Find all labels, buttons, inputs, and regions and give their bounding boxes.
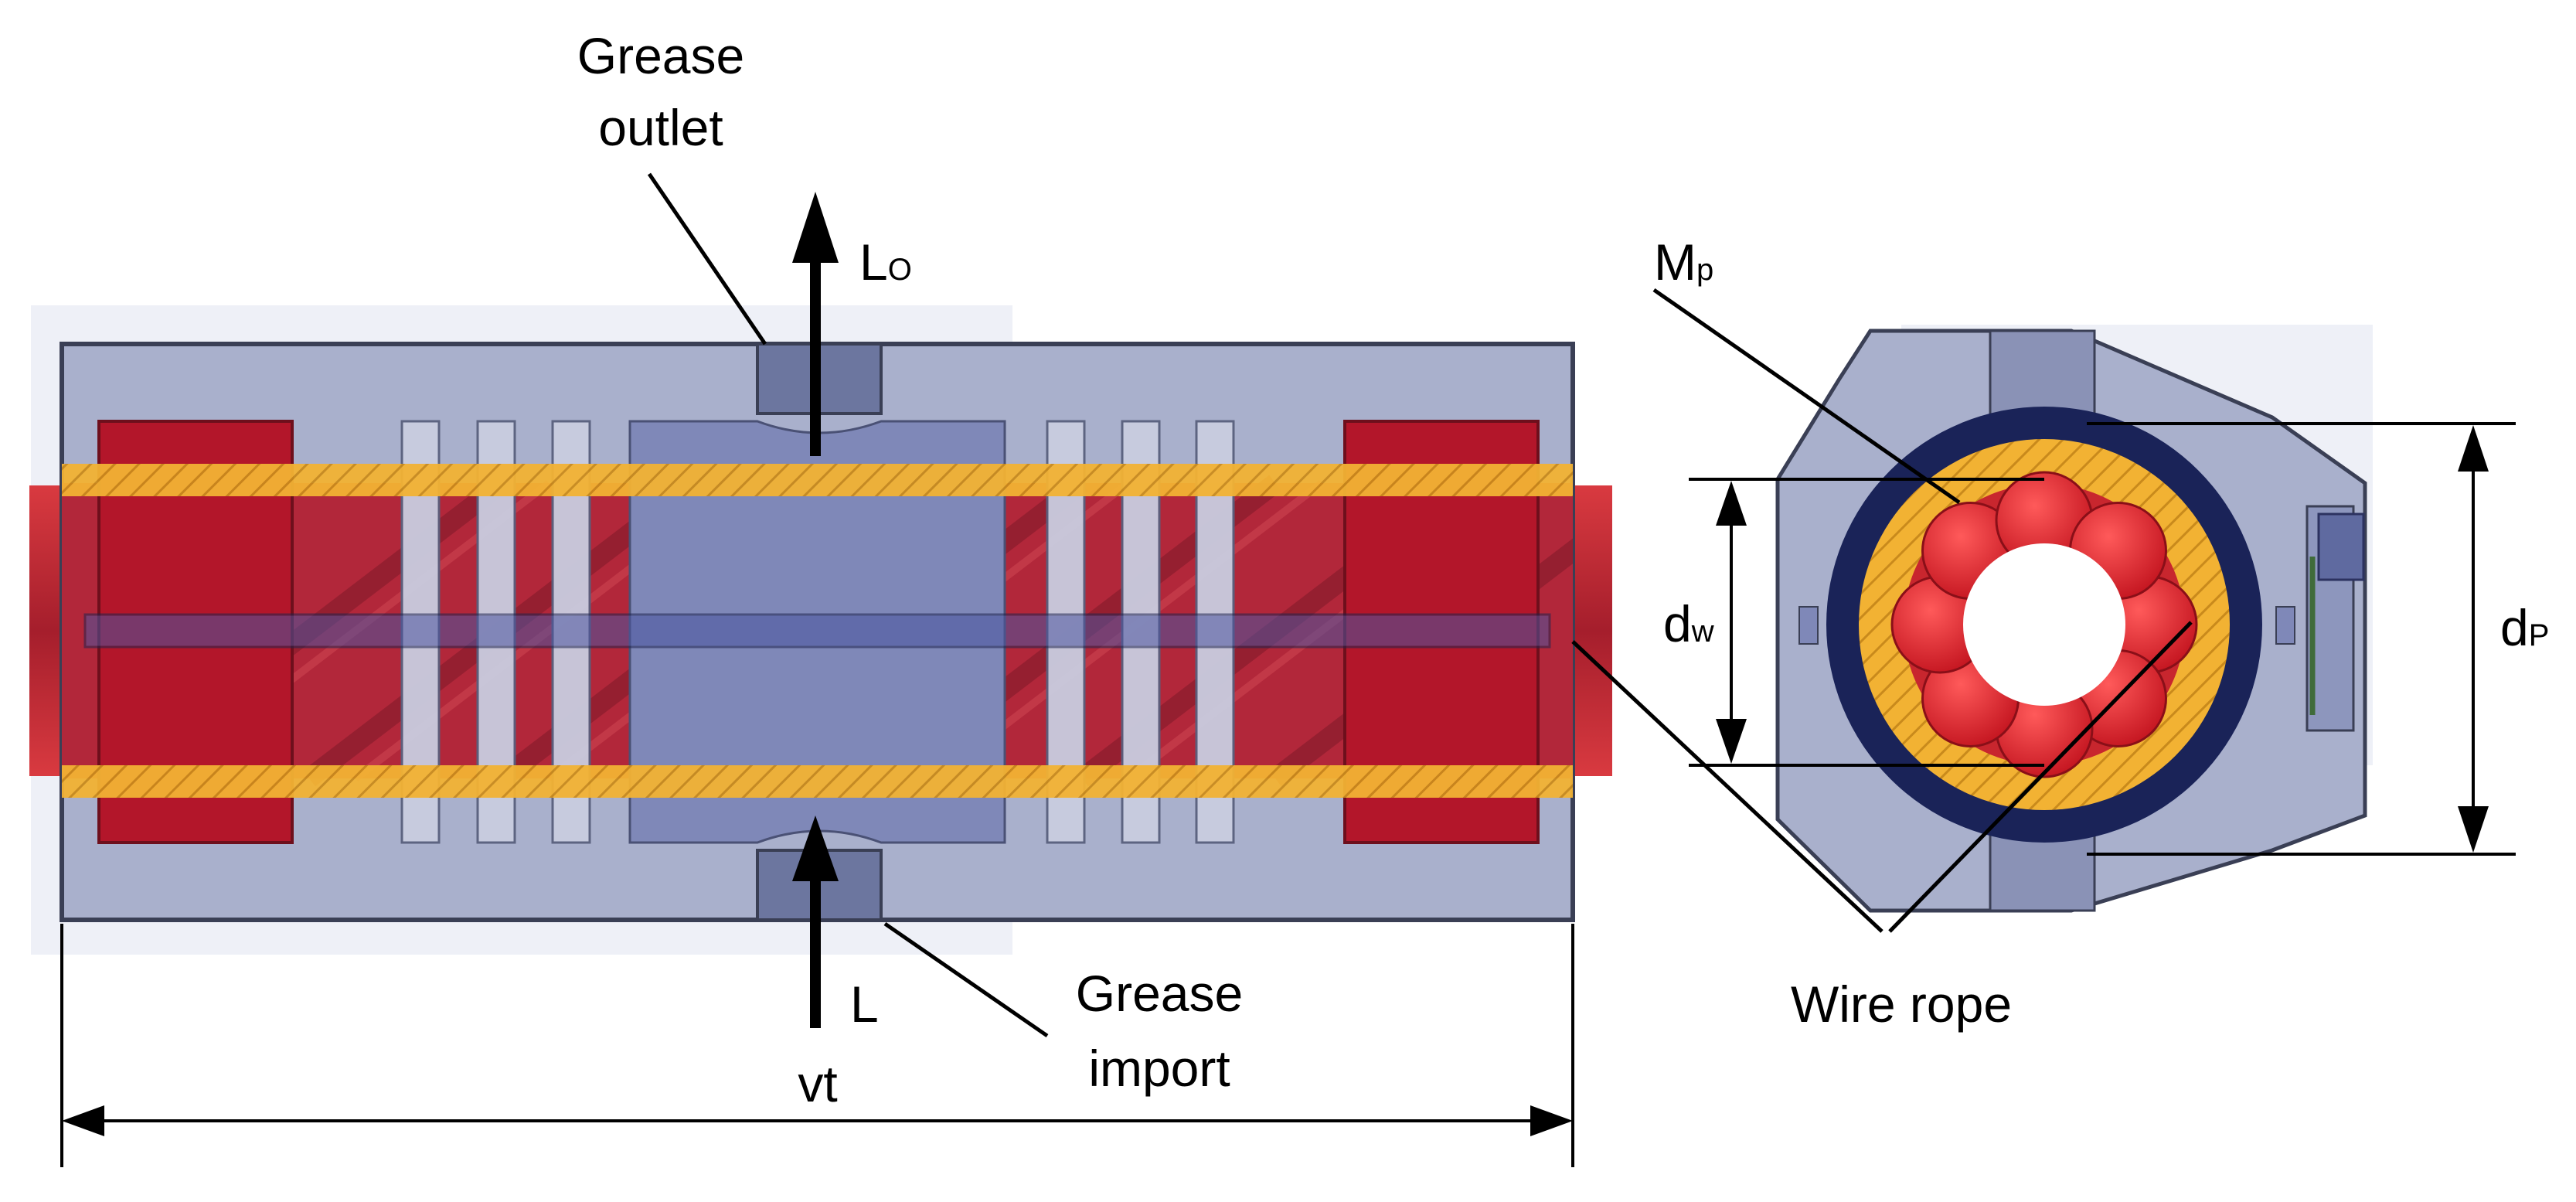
cross-section-view <box>1775 325 2373 913</box>
hatched-band-top <box>62 464 1573 496</box>
side-pin-left <box>1798 606 1819 645</box>
mp-leader <box>1652 288 1961 505</box>
mp-label-sub: p <box>1696 253 1713 287</box>
dimensions <box>60 422 2516 1167</box>
grease-import-label-line1: Grease <box>1076 965 1243 1022</box>
lo-label-main: L <box>859 233 888 291</box>
center-axis-bar <box>83 613 1551 649</box>
wire-rope-leader-right <box>1888 621 2193 933</box>
mp-label: Mp <box>1654 233 1713 291</box>
inlet-arrow-head <box>792 816 839 881</box>
dp-label-main: d <box>2500 599 2529 656</box>
grease-outlet-leader <box>647 172 767 346</box>
vt-arrow-right <box>1530 1105 1573 1136</box>
dw-label-sub: w <box>1691 615 1714 649</box>
annotations <box>647 172 2193 1038</box>
l-inlet-label: L <box>850 976 879 1033</box>
wire-rope-leader-left <box>1571 640 1884 933</box>
lo-label-sub: O <box>888 253 912 287</box>
dw-label: dw <box>1663 595 1714 652</box>
vt-label: vt <box>798 1055 837 1112</box>
vt-arrow-left <box>62 1105 104 1136</box>
outlet-arrow-head <box>792 192 839 263</box>
wire-rope-label: Wire rope <box>1791 976 2012 1033</box>
dp-arrow-top <box>2458 425 2489 472</box>
dw-arrow-bottom <box>1716 719 1747 764</box>
grease-import-label-line2: import <box>1088 1040 1230 1097</box>
rope-core-hole <box>1963 543 2125 706</box>
top-plug <box>1989 329 2096 421</box>
hatched-band-bottom <box>62 765 1573 798</box>
dw-label-main: d <box>1663 595 1692 652</box>
dw-arrow-top <box>1716 481 1747 526</box>
flow-arrows <box>792 192 839 1028</box>
dp-label-sub: P <box>2529 618 2550 652</box>
mp-label-main: M <box>1654 233 1696 291</box>
side-pin-right <box>2275 606 2295 645</box>
wire-rope-right-end <box>1569 485 1612 776</box>
text-labels: Grease outlet LO L Grease import vt Mp d… <box>577 27 2550 1112</box>
grease-import-leader <box>883 921 1049 1038</box>
bottom-plug <box>1989 829 2096 912</box>
dp-arrow-bottom <box>2458 806 2489 853</box>
lo-label: LO <box>859 233 912 291</box>
side-bracket-knob <box>2317 512 2365 581</box>
grease-outlet-label-line2: outlet <box>598 99 723 156</box>
dp-label: dP <box>2500 599 2549 656</box>
grease-outlet-label-line1: Grease <box>577 27 744 84</box>
side-section-view <box>29 305 1612 955</box>
